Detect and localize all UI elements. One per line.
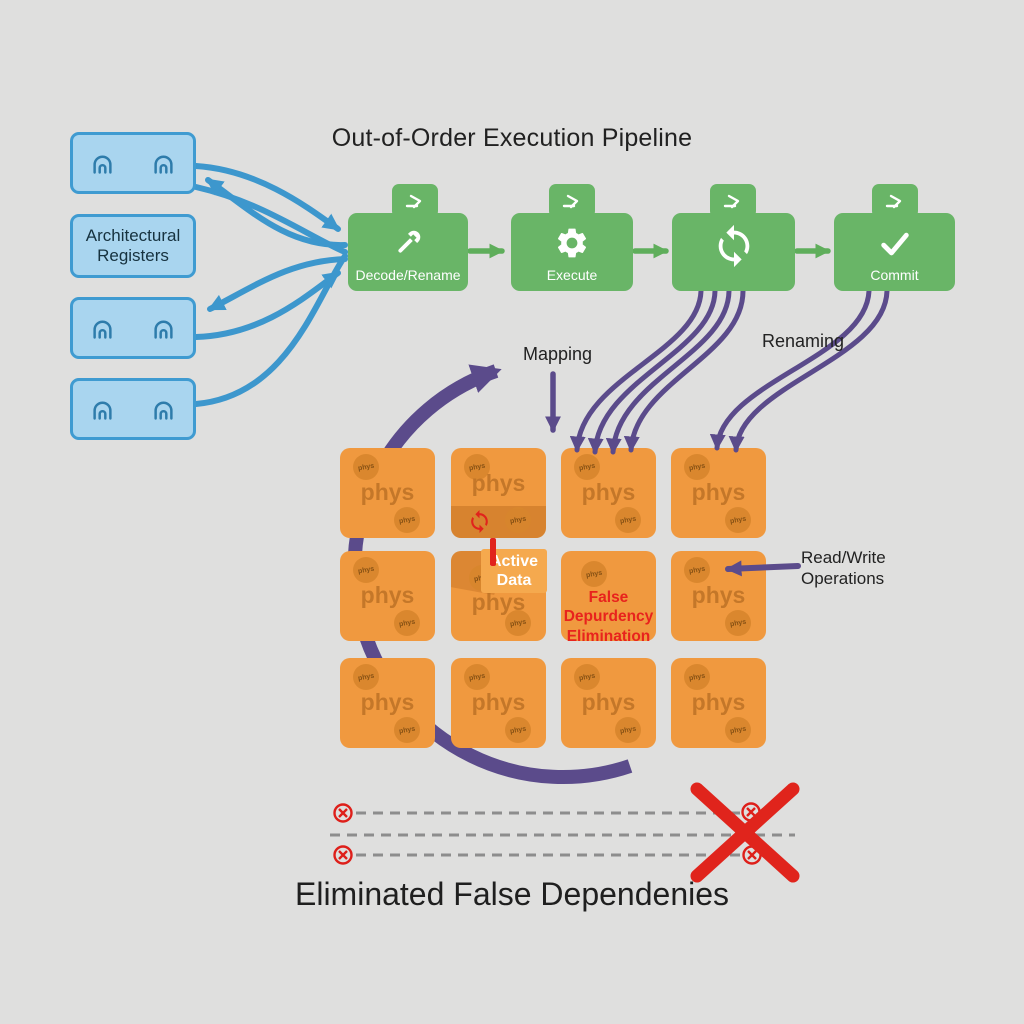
- active-data-line2: Data: [496, 572, 532, 590]
- phys-chip: phys: [505, 507, 531, 533]
- diagram-title: Out-of-Order Execution Pipeline: [331, 124, 693, 152]
- stage-tab: [392, 184, 438, 218]
- phys-chip: phys: [684, 664, 710, 690]
- phys-label: phys: [360, 582, 415, 608]
- dependency-x-circle-icons: [333, 802, 762, 865]
- phys-chip: phys: [574, 664, 600, 690]
- phys-register-cell: phys phys phys: [561, 448, 656, 538]
- stage-tab: [549, 184, 595, 218]
- register-arch-icon: [154, 401, 173, 420]
- phys-label: phys: [581, 479, 636, 505]
- sync-icon: [711, 213, 757, 283]
- phys-chip: phys: [684, 557, 710, 583]
- phys-chip: phys: [353, 454, 379, 480]
- phys-register-cell: phys phys phys: [671, 551, 766, 641]
- renaming-label: Renaming: [762, 331, 845, 351]
- phys-chip: phys: [574, 454, 600, 480]
- phys-chip: phys: [464, 664, 490, 690]
- phys-chip: phys: [464, 454, 490, 480]
- phys-label: phys: [360, 479, 415, 505]
- phys-register-cell: phys phys phys: [340, 658, 435, 748]
- phys-register-cell: phys phys phys: [340, 448, 435, 538]
- stage-tab: [710, 184, 756, 218]
- phys-chip: phys: [353, 664, 379, 690]
- phys-label: phys: [471, 689, 526, 715]
- phys-register-cell: phys phys phys: [671, 658, 766, 748]
- phys-label: phys: [471, 470, 526, 496]
- architectural-registers-label-box: Architectural Registers: [70, 214, 196, 278]
- phys-label: phys: [691, 689, 746, 715]
- wrench-icon: [390, 213, 426, 267]
- phys-chip: phys: [725, 610, 751, 636]
- register-arch-icon: [154, 155, 173, 174]
- stage-decode-rename: Decode/Rename: [348, 213, 468, 291]
- fast-forward-icon: [885, 194, 902, 209]
- stage-label: Execute: [546, 267, 598, 283]
- active-data-line1: Active: [489, 553, 539, 570]
- phys-label: phys: [471, 589, 526, 615]
- phys-register-cell-active-data: phys phys phys Active Data: [451, 538, 547, 641]
- check-icon: [876, 213, 914, 267]
- phys-label: phys: [691, 582, 746, 608]
- phys-register-cell: phys phys phys: [340, 551, 435, 641]
- phys-chip: phys: [394, 717, 420, 743]
- phys-chip: phys: [394, 507, 420, 533]
- gear-icon: [554, 213, 590, 267]
- false-dependency-label: False Depurdency Elimination: [563, 589, 654, 645]
- phys-register-cell-false-dependency: phys False Depurdency Elimination: [561, 551, 656, 645]
- phys-chip: phys: [615, 717, 641, 743]
- fast-forward-icon: [405, 194, 422, 209]
- phys-register-cell: phys phys phys: [671, 448, 766, 538]
- dependency-dashed-lines: [330, 811, 795, 857]
- eliminated-false-dependencies-label: Eliminated False Dependenies: [294, 876, 730, 912]
- phys-register-cell: phys phys phys: [561, 658, 656, 748]
- phys-chip: phys: [615, 507, 641, 533]
- stage-tab: [872, 184, 918, 218]
- phys-register-cell: phys phys phys: [451, 658, 546, 748]
- phys-chip: phys: [725, 717, 751, 743]
- architectural-register-box: [70, 297, 196, 359]
- register-arch-icon: [154, 320, 173, 339]
- phys-chip: phys: [505, 610, 531, 636]
- renaming-curves: [569, 288, 890, 455]
- fast-forward-icon: [723, 194, 740, 209]
- active-band: [451, 506, 546, 538]
- register-arch-icon: [93, 401, 112, 420]
- register-read-write-curves: [193, 163, 348, 407]
- architectural-registers-label: Architectural Registers: [85, 225, 181, 265]
- phys-register-cell-active: phys phys phys: [451, 448, 546, 538]
- phys-chip: phys: [505, 717, 531, 743]
- phys-chip: phys: [684, 454, 710, 480]
- phys-label: phys: [691, 479, 746, 505]
- stage-label: Commit: [870, 267, 919, 283]
- big-red-x-icon: [690, 782, 800, 883]
- stage-label: Decode/Rename: [355, 267, 461, 283]
- read-write-operations-label: Read/Write Operations: [801, 548, 886, 589]
- stage-reorder: [672, 213, 795, 291]
- phys-chip: phys: [725, 507, 751, 533]
- phys-chip: phys: [353, 557, 379, 583]
- mapping-label: Mapping: [523, 344, 593, 364]
- register-arch-icon: [93, 320, 112, 339]
- architectural-register-box: [70, 132, 196, 194]
- active-data-pointer-bar: [490, 538, 496, 566]
- phys-label: phys: [360, 689, 415, 715]
- architectural-register-box: [70, 378, 196, 440]
- phys-chip: phys: [394, 610, 420, 636]
- fast-forward-icon: [562, 194, 579, 209]
- register-arch-icon: [93, 155, 112, 174]
- phys-chip: phys: [581, 561, 607, 587]
- stage-execute: Execute: [511, 213, 633, 291]
- phys-label: phys: [581, 689, 636, 715]
- red-sync-icon: [471, 510, 488, 533]
- stage-commit: Commit: [834, 213, 955, 291]
